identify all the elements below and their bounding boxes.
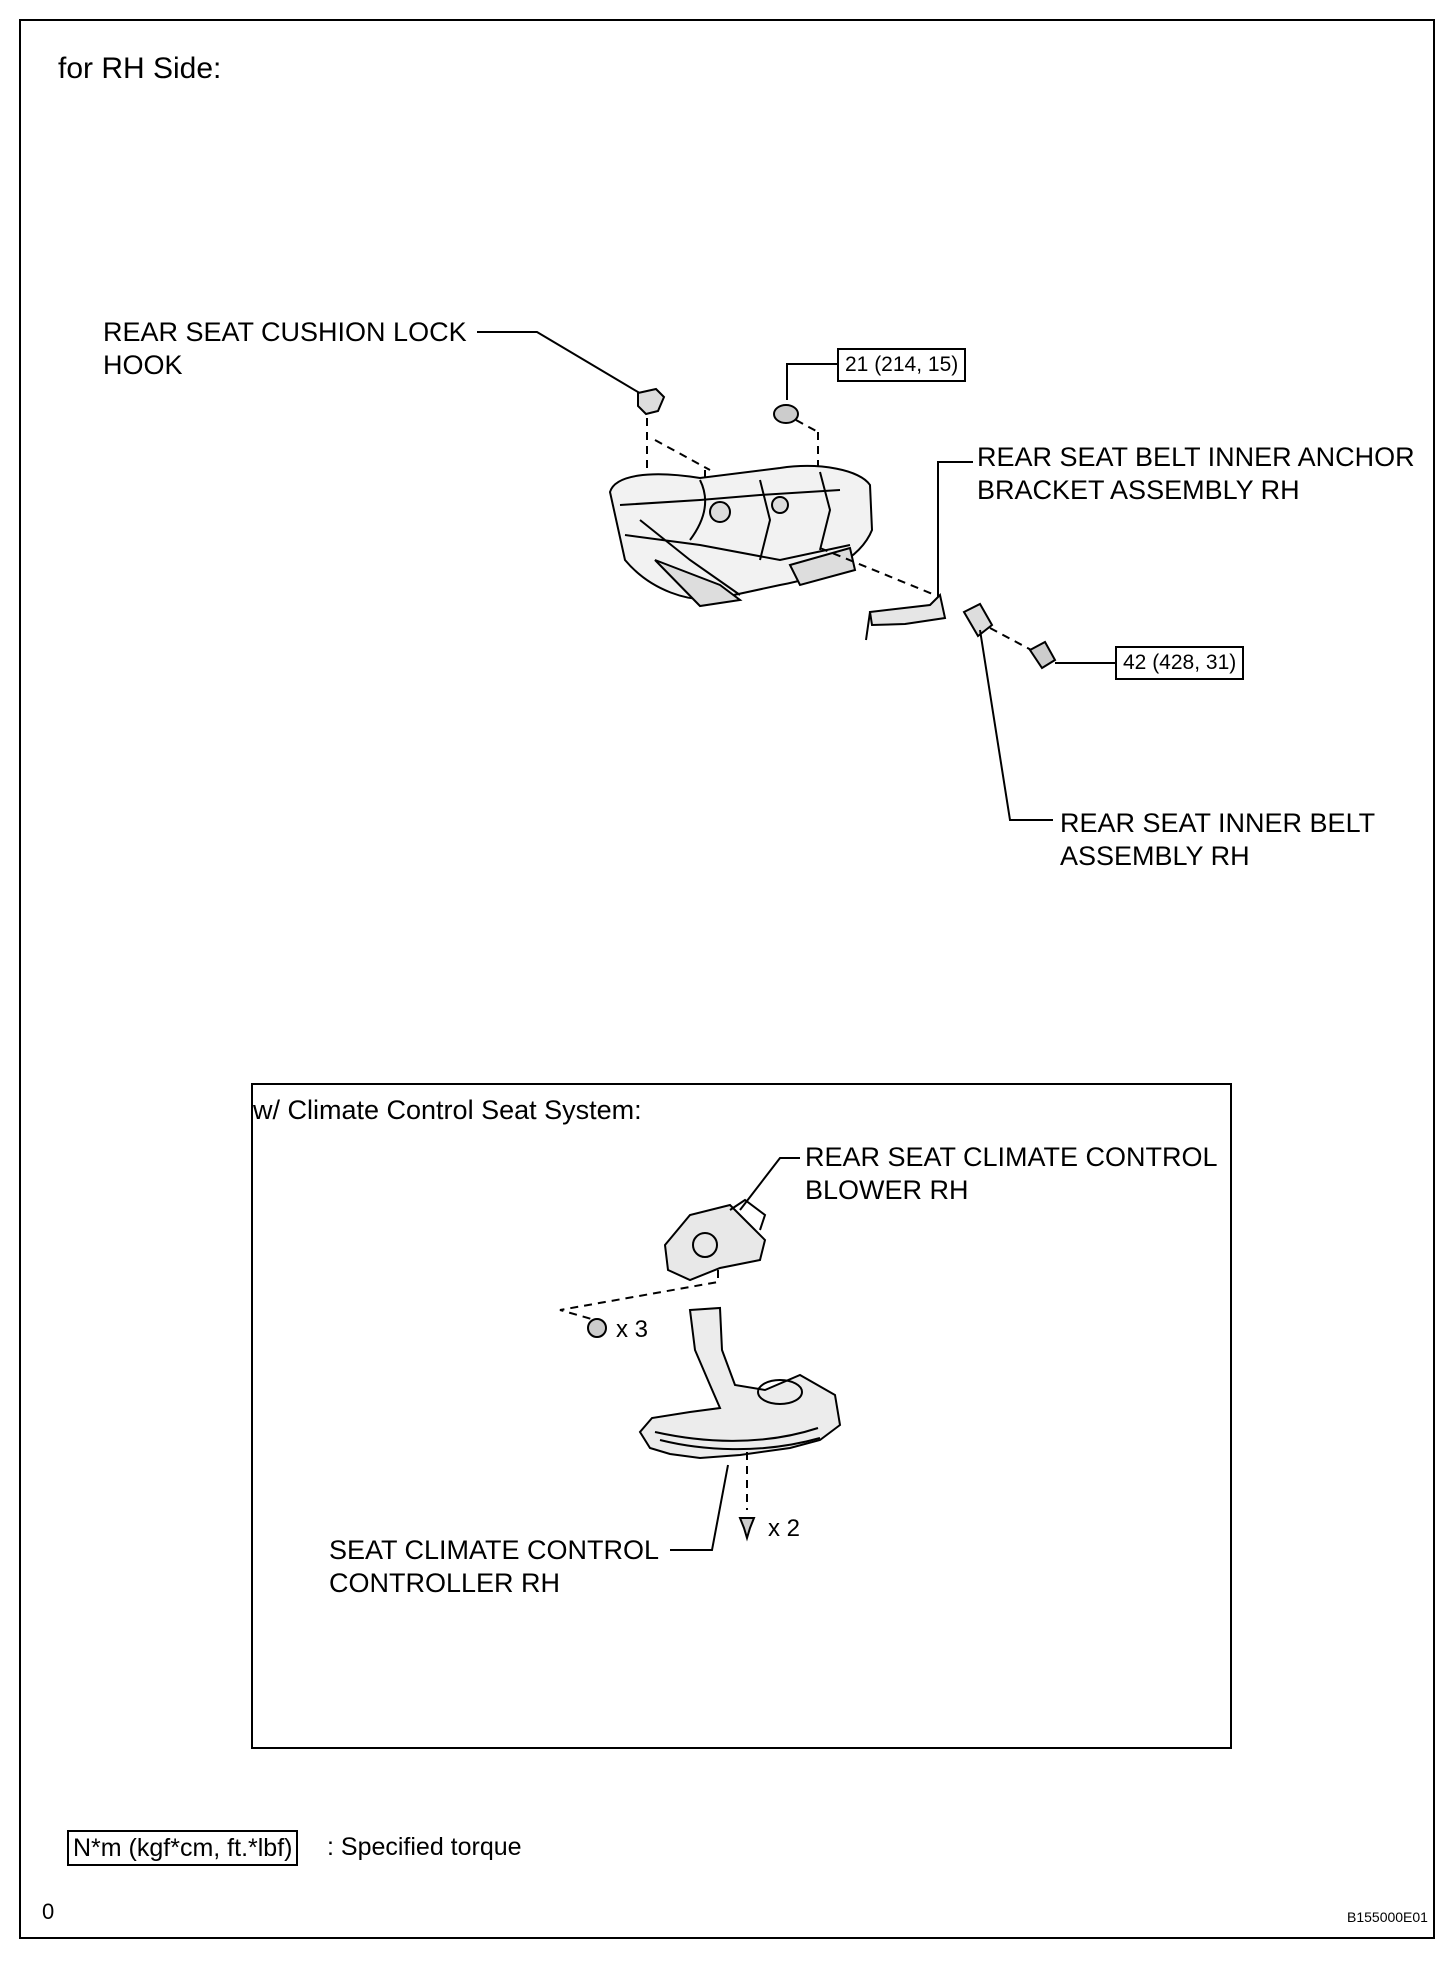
label-screw-quantity: x 2 <box>768 1515 801 1542</box>
label-cushion-lock-hook-line1: REAR SEAT CUSHION LOCK <box>103 317 467 347</box>
climate-control-inset <box>251 1083 1232 1749</box>
label-nut-quantity: x 3 <box>616 1316 649 1343</box>
diagram-frame <box>19 19 1435 1939</box>
inset-heading: w/ Climate Control Seat System: <box>253 1095 642 1125</box>
label-anchor-bracket-line2: BRACKET ASSEMBLY RH <box>977 475 1300 505</box>
torque-bolt-box: 42 (428, 31) <box>1115 646 1245 680</box>
label-controller-line2: CONTROLLER RH <box>329 1568 561 1598</box>
figure-code: B155000E01 <box>1347 1909 1428 1925</box>
label-inner-belt-line1: REAR SEAT INNER BELT <box>1060 808 1376 838</box>
torque-legend-box: N*m (kgf*cm, ft.*lbf) <box>67 1830 299 1866</box>
label-blower-line1: REAR SEAT CLIMATE CONTROL <box>805 1142 1218 1172</box>
footer-left-mark: 0 <box>42 1899 55 1924</box>
label-blower-line2: BLOWER RH <box>805 1175 969 1205</box>
page-title: for RH Side: <box>58 52 222 85</box>
label-inner-belt-line2: ASSEMBLY RH <box>1060 841 1250 871</box>
torque-legend-description: : Specified torque <box>327 1833 522 1861</box>
label-cushion-lock-hook-line2: HOOK <box>103 350 183 380</box>
torque-nut-box: 21 (214, 15) <box>837 348 967 382</box>
label-anchor-bracket-line1: REAR SEAT BELT INNER ANCHOR <box>977 442 1415 472</box>
label-controller-line1: SEAT CLIMATE CONTROL <box>329 1535 660 1565</box>
